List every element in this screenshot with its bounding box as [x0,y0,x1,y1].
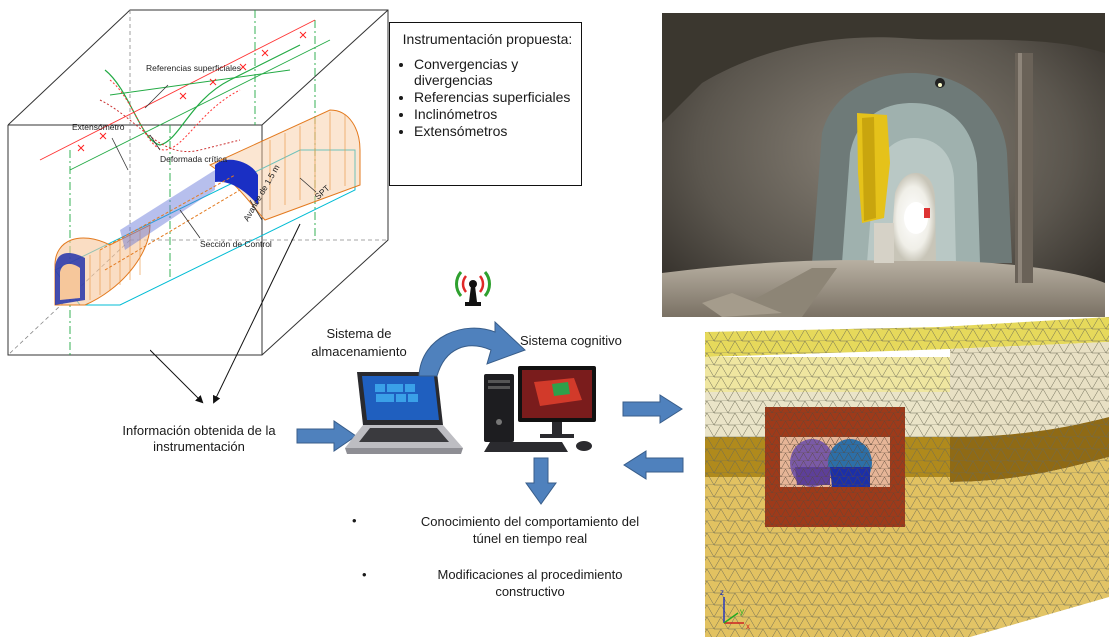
arrow-down [525,457,557,505]
arrow-to-model [622,394,683,424]
legend-item: Convergencias y divergencias [414,56,575,88]
legend-list: Convergencias y divergencias Referencias… [400,56,575,139]
curved-arrow [418,320,526,377]
label-deformada: Deformada crítica [160,154,227,164]
outcome-bullet: • [362,567,367,582]
label-seccion: Sección de Control [200,239,272,249]
legend-item: Inclinómetros [414,106,575,122]
legend-item: Extensómetros [414,123,575,139]
laptop-icon [345,372,463,454]
outcome-modifications: Modificaciones al procedimiento construc… [437,567,623,599]
axis-z-label: z [720,588,724,597]
cognitive-label: Sistema cognitivo [520,333,622,348]
arrow-from-model [623,450,684,480]
label-extensometro: Extensómetro [72,122,125,132]
outcome-bullet: • [352,513,357,528]
legend-title: Instrumentación propuesta: [402,31,573,47]
arrow-to-laptop [296,420,357,452]
info-label: Información obtenida de la instrumentaci… [122,423,276,454]
axis-y-label: y [740,607,744,616]
tunnel-instrumentation-drawing: Referencias superficiales Extensómetro D… [7,9,389,356]
wireless-antenna-icon [455,271,491,306]
fem-model: z y x [705,317,1109,637]
instrumentation-legend: Instrumentación propuesta: Convergencias… [389,22,582,186]
desktop-computer-icon [484,366,596,452]
legend-item: Referencias superficiales [414,89,575,105]
info-pointer-arrows [150,223,301,404]
tunnel-photo [662,13,1105,317]
axis-x-label: x [746,622,750,631]
label-referencias: Referencias superficiales [146,63,241,73]
axes-indicator: z y x [720,588,750,631]
outcome-realtime: Conocimiento del comportamiento del túne… [420,514,640,546]
storage-label: Sistema de almacenamiento [311,326,407,359]
